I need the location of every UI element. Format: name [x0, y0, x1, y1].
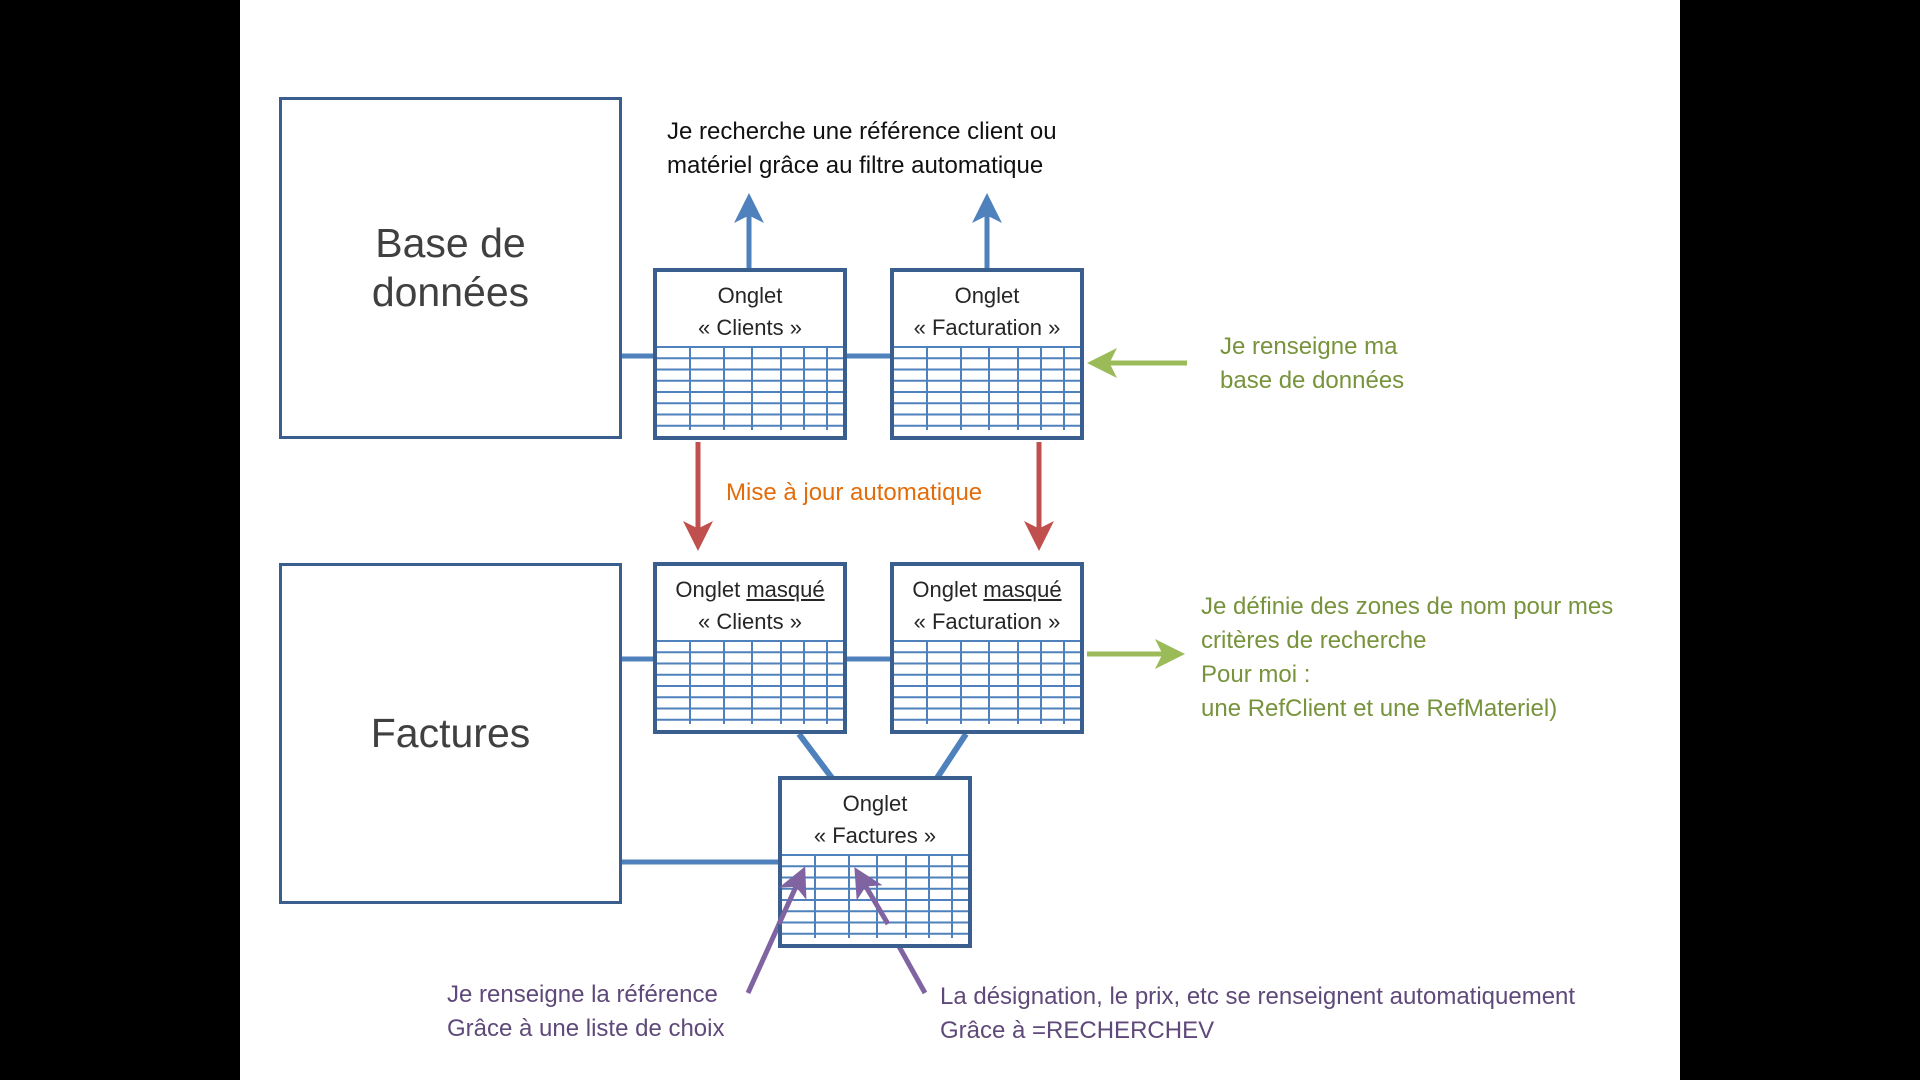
tab-hidden-clients-prefix: Onglet: [675, 577, 747, 602]
tab-hidden-facturation: Onglet masqué « Facturation »: [890, 562, 1084, 734]
tab-facturation: Onglet « Facturation »: [890, 268, 1084, 440]
tab-hidden-clients-line1: Onglet masqué: [657, 574, 843, 606]
spreadsheet-grid-icon: [782, 854, 968, 938]
tab-facturation-line1: Onglet: [954, 283, 1020, 308]
annotation-fill-db-line1: Je renseigne ma: [1220, 333, 1398, 360]
annotation-named-ranges-line3: Pour moi :: [1201, 661, 1311, 688]
tab-clients: Onglet « Clients »: [653, 268, 847, 440]
tab-hidden-clients-hidden-word: masqué: [746, 577, 825, 602]
annotation-fill-reference-line2: Grâce à une liste de choix: [447, 1015, 725, 1042]
annotation-fill-reference-line1: Je renseigne la référence: [447, 981, 718, 1008]
invoices-box: Factures: [279, 563, 622, 904]
database-label-line1: Base de: [375, 219, 526, 266]
annotation-search: Je recherche une référence client ou mat…: [667, 115, 1057, 183]
spreadsheet-grid-icon: [657, 640, 843, 724]
annotation-search-line2: matériel grâce au filtre automatique: [667, 152, 1044, 179]
tab-facturation-line2: « Facturation »: [913, 315, 1061, 340]
annotation-fill-db: Je renseigne ma base de données: [1220, 330, 1404, 398]
spreadsheet-grid-icon: [894, 346, 1080, 430]
annotation-auto-update-text: Mise à jour automatique: [726, 479, 983, 506]
spreadsheet-grid-icon: [894, 640, 1080, 724]
database-label-line2: données: [371, 269, 530, 315]
tab-hidden-clients: Onglet masqué « Clients »: [653, 562, 847, 734]
annotation-auto-fill: La désignation, le prix, etc se renseign…: [940, 980, 1575, 1048]
tab-factures-line1: Onglet: [842, 791, 908, 816]
tab-hidden-facturation-line1: Onglet masqué: [894, 574, 1080, 606]
annotation-named-ranges: Je définie des zones de nom pour mes cri…: [1201, 590, 1613, 726]
annotation-fill-db-line2: base de données: [1220, 367, 1405, 394]
annotation-auto-fill-line1: La désignation, le prix, etc se renseign…: [940, 983, 1576, 1010]
annotation-named-ranges-line1: Je définie des zones de nom pour mes: [1201, 593, 1614, 620]
tab-clients-line2: « Clients »: [698, 315, 802, 340]
tab-factures-line2: « Factures »: [813, 823, 937, 848]
annotation-search-line1: Je recherche une référence client ou: [667, 118, 1057, 145]
tab-hidden-clients-line2: « Clients »: [698, 609, 802, 634]
tab-hidden-facturation-prefix: Onglet: [912, 577, 984, 602]
annotation-named-ranges-line2: critères de recherche: [1201, 627, 1427, 654]
invoices-label: Factures: [370, 709, 531, 756]
annotation-named-ranges-line4: une RefClient et une RefMateriel): [1201, 695, 1558, 722]
tab-hidden-facturation-line2: « Facturation »: [913, 609, 1061, 634]
tab-clients-line1: Onglet: [717, 283, 783, 308]
database-box: Base de données: [279, 97, 622, 439]
annotation-auto-update: Mise à jour automatique: [726, 476, 982, 510]
spreadsheet-grid-icon: [657, 346, 843, 430]
annotation-fill-reference: Je renseigne la référence Grâce à une li…: [447, 978, 725, 1046]
tab-hidden-facturation-hidden-word: masqué: [983, 577, 1062, 602]
tab-factures: Onglet « Factures »: [778, 776, 972, 948]
annotation-auto-fill-line2: Grâce à =RECHERCHEV: [940, 1017, 1215, 1044]
